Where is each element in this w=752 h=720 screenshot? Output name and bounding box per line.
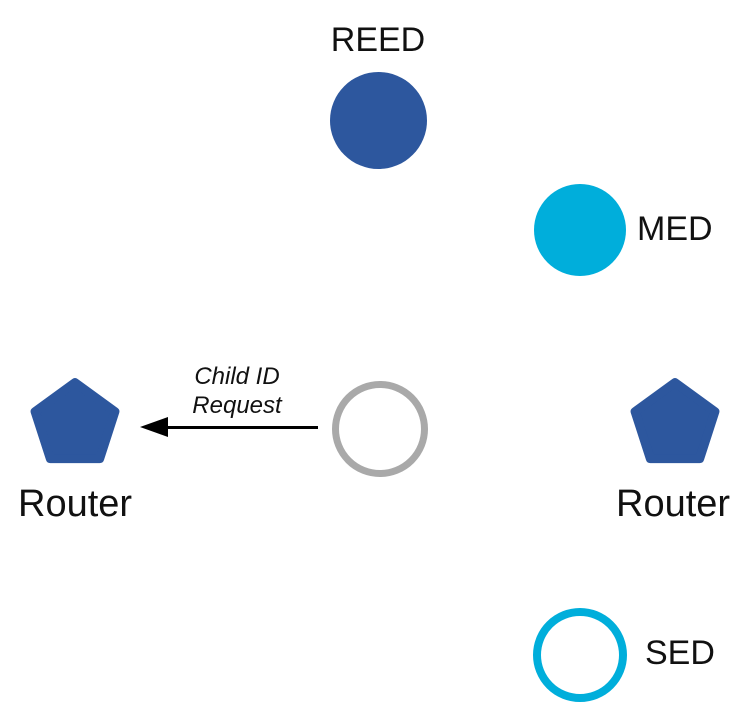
sed-node-icon — [533, 608, 627, 702]
router-right-label: Router — [616, 483, 731, 525]
router-right-pentagon-icon — [630, 378, 720, 464]
router-left-pentagon-shape — [30, 378, 120, 464]
router-right-pentagon-shape — [630, 378, 720, 464]
router-left-pentagon-icon — [30, 378, 120, 464]
reed-label: REED — [330, 21, 426, 59]
message-line1: Child ID — [194, 363, 280, 390]
sed-label: SED — [645, 634, 715, 672]
message-line2: Request — [192, 392, 282, 419]
joining-device-node-icon — [332, 381, 428, 477]
med-node-icon — [534, 184, 626, 276]
reed-node-icon — [330, 72, 427, 169]
router-left-label: Router — [18, 483, 133, 525]
arrow-head-icon — [140, 417, 168, 437]
child-id-request-label: Child ID Request — [154, 362, 320, 420]
child-id-request-arrow-line — [155, 426, 318, 429]
med-label: MED — [637, 210, 713, 248]
